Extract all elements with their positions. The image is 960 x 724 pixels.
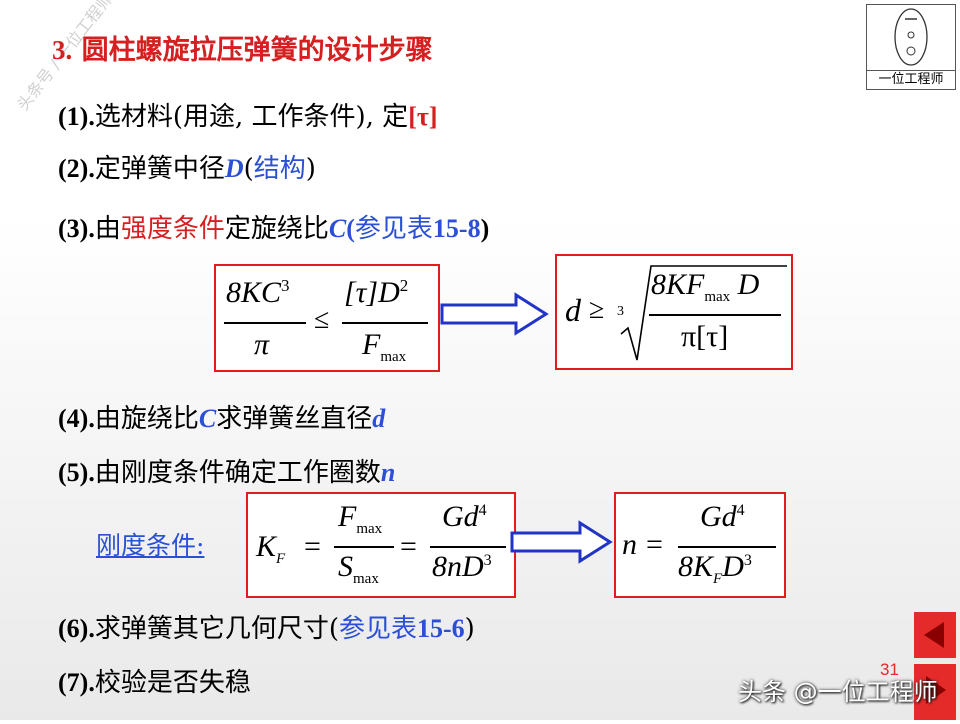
step-3: (3).由强度条件定旋绕比C(参见表15-8)	[58, 208, 489, 245]
step-text: 定弹簧中径	[94, 154, 225, 184]
step-1: (1).选材料(用途, 工作条件), 定[τ]	[58, 96, 438, 133]
logo-emblem-icon	[894, 8, 928, 66]
formula3-denominator1: Smax	[338, 550, 379, 587]
paren-close: )	[464, 614, 475, 644]
logo-text: 一位工程师	[867, 70, 955, 89]
formula3-numerator2: Gd4	[442, 500, 487, 533]
diameter-formula-box: d ≥ 3 8KFmax D π[τ]	[555, 254, 793, 370]
formula3-eq2: =	[400, 530, 417, 563]
strength-formula-box: 8KC3 π ≤ [τ]D2 Fmax	[214, 264, 440, 372]
step-text: 由刚度条件确定工作圈数	[94, 458, 381, 488]
step-text: 求弹簧其它几何尺寸(	[94, 614, 339, 644]
strength-condition-text: 强度条件	[120, 214, 225, 244]
step-text: 选材料(用途, 工作条件), 定	[94, 102, 409, 132]
fraction-bar	[342, 322, 428, 324]
paren-close: )	[480, 214, 490, 243]
step-text: 定旋绕比	[224, 214, 329, 244]
formula3-eq: =	[304, 530, 321, 563]
formula2-numerator: 8KFmax D	[651, 268, 760, 305]
step-number: (7).	[58, 668, 95, 697]
fraction-bar	[224, 322, 306, 324]
formula1-denominator: π	[254, 328, 270, 361]
title-text: 圆柱螺旋拉压弹簧的设计步骤	[81, 35, 433, 66]
formula1-numerator: 8KC3	[226, 276, 290, 309]
formula1-rhs-numerator: [τ]D2	[344, 276, 409, 309]
triangle-right-icon	[926, 676, 946, 704]
formula2-relation: ≥	[589, 294, 605, 325]
watermark: 头条 @一位工程师	[738, 678, 938, 706]
sqrt-sign-icon	[620, 265, 787, 361]
step-6: (6).求弹簧其它几何尺寸(参见表15-6)	[58, 608, 475, 645]
step-number: (3).	[58, 214, 95, 243]
ref-text: 参见表	[338, 614, 417, 644]
stiffness-formula-box: KF = Fmax Smax = Gd4 8nD3	[246, 492, 516, 598]
page-number: 31	[880, 660, 899, 679]
fraction-bar	[678, 546, 776, 548]
step-number: (4).	[58, 404, 95, 433]
formula4-lhs: n	[622, 528, 637, 561]
ref-text: 参见表	[354, 214, 433, 244]
paren-close: )	[305, 154, 316, 184]
logo: 一位工程师	[866, 4, 956, 90]
step-text: 校验是否失稳	[94, 668, 251, 698]
symbol-n: n	[380, 458, 396, 487]
title-number: 3.	[52, 35, 73, 65]
formula1-rhs-denominator: Fmax	[362, 328, 407, 365]
formula3-denominator2: 8nD3	[432, 550, 492, 583]
formula2-denominator: π[τ]	[681, 320, 729, 353]
step-number: (5).	[58, 458, 95, 487]
symbol-C: C	[328, 214, 347, 243]
fraction-bar	[649, 314, 781, 316]
step-7: (7).校验是否失稳	[58, 662, 251, 699]
paren-open: (	[346, 214, 355, 243]
step-text: 由旋绕比	[94, 404, 199, 434]
prev-slide-button[interactable]	[914, 612, 956, 658]
symbol-D: D	[224, 154, 244, 183]
triangle-left-icon	[924, 622, 944, 648]
step-number: (1).	[58, 102, 95, 131]
formula4-denominator: 8KFD3	[678, 550, 752, 587]
symbol-d: d	[372, 404, 386, 433]
step-4: (4).由旋绕比C求弹簧丝直径d	[58, 398, 385, 435]
root-index: 3	[617, 304, 624, 319]
fraction-bar	[430, 546, 506, 548]
table-ref: 15-6	[417, 614, 465, 643]
step-5: (5).由刚度条件确定工作圈数n	[58, 452, 395, 489]
step-number: (6).	[58, 614, 95, 643]
step-2: (2).定弹簧中径D(结构)	[58, 148, 316, 185]
formula1-relation: ≤	[314, 304, 330, 335]
formula4-numerator: Gd4	[700, 500, 745, 533]
symbol-C: C	[198, 404, 217, 433]
right-arrow-icon	[440, 292, 549, 336]
step-number: (2).	[58, 154, 95, 183]
step-text: 求弹簧丝直径	[216, 404, 373, 434]
next-slide-button[interactable]	[914, 664, 956, 720]
structure-text: 结构	[253, 154, 306, 184]
formula3-lhs: KF	[256, 530, 286, 567]
formula2-lhs: d	[565, 292, 581, 328]
right-arrow-icon	[510, 520, 613, 564]
coil-count-formula-box: n = Gd4 8KFD3	[614, 492, 786, 598]
page-title: 3. 圆柱螺旋拉压弹簧的设计步骤	[52, 28, 433, 67]
fraction-bar	[334, 546, 394, 548]
formula3-numerator1: Fmax	[338, 500, 383, 537]
step-text: 由	[94, 214, 121, 244]
stiffness-condition-label: 刚度条件:	[96, 531, 205, 560]
table-ref: 15-8	[432, 214, 481, 243]
paren-open: (	[243, 154, 254, 184]
tau-symbol: [τ]	[408, 102, 438, 131]
formula4-eq: =	[646, 528, 663, 561]
